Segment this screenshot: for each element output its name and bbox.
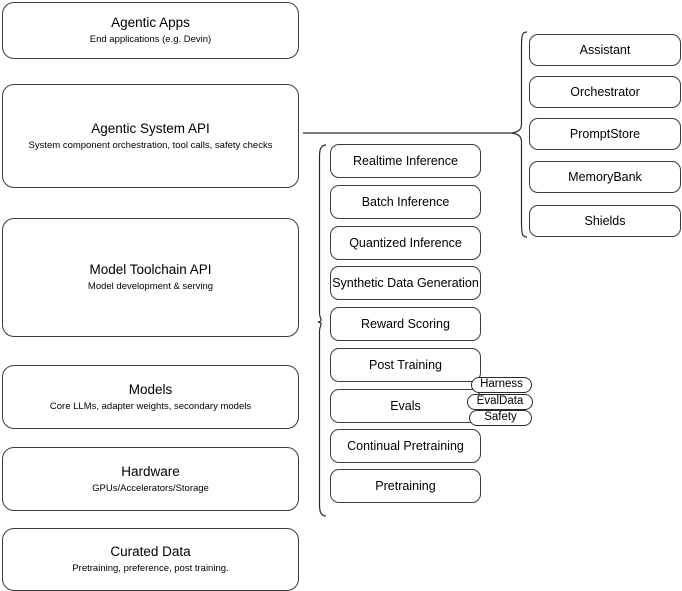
toolchain-item-pretraining[interactable]: Pretraining [330,469,481,503]
system-component-promptstore[interactable]: PromptStore [529,118,681,150]
toolchain-item-label: Post Training [369,357,442,372]
toolchain-item-synthetic-data-generation[interactable]: Synthetic Data Generation [330,266,481,300]
layer-title: Models [128,381,173,397]
layer-subtitle: System component orchestration, tool cal… [28,139,273,151]
toolchain-item-post-training[interactable]: Post Training [330,348,481,382]
system-component-label: PromptStore [569,126,641,141]
stack-layer-models[interactable]: Models Core LLMs, adapter weights, secon… [2,365,299,429]
layer-subtitle: Core LLMs, adapter weights, secondary mo… [49,400,252,412]
evals-chip-label: Safety [484,411,517,424]
toolchain-item-label: Quantized Inference [349,235,462,250]
layer-title: Agentic System API [91,120,210,136]
toolchain-item-label: Pretraining [375,478,436,493]
layer-subtitle: Model development & serving [87,281,214,292]
toolchain-item-label: Realtime Inference [353,153,458,168]
toolchain-item-evals[interactable]: Evals [330,389,481,423]
stack-layer-hardware[interactable]: Hardware GPUs/Accelerators/Storage [2,447,299,511]
layer-title: Model Toolchain API [89,262,212,277]
evals-chip-label: Harness [480,378,523,391]
layer-subtitle: End applications (e.g. Devin) [89,34,212,45]
system-component-label: Orchestrator [570,84,640,99]
evals-chip-evaldata[interactable]: EvalData [467,394,533,410]
toolchain-item-label: Evals [390,398,421,413]
brace-toolchain-components [317,144,327,517]
evals-chip-label: EvalData [476,395,524,408]
stack-layer-agentic-system-api[interactable]: Agentic System API System component orch… [2,84,299,188]
toolchain-item-quantized-inference[interactable]: Quantized Inference [330,226,481,260]
system-component-label: Shields [584,213,626,228]
toolchain-item-batch-inference[interactable]: Batch Inference [330,185,481,219]
evals-chip-safety[interactable]: Safety [469,410,532,426]
layer-title: Curated Data [110,544,191,559]
toolchain-item-continual-pretraining[interactable]: Continual Pretraining [330,429,481,463]
stack-layer-agentic-apps[interactable]: Agentic Apps End applications (e.g. Devi… [2,2,299,59]
system-component-memorybank[interactable]: MemoryBank [529,161,681,193]
brace-system-components [511,31,528,238]
toolchain-item-label: Continual Pretraining [347,438,464,453]
system-component-shields[interactable]: Shields [529,205,681,237]
stack-layer-curated-data[interactable]: Curated Data Pretraining, preference, po… [2,528,299,591]
toolchain-item-reward-scoring[interactable]: Reward Scoring [330,307,481,341]
layer-subtitle: Pretraining, preference, post training. [72,563,229,574]
toolchain-item-label: Reward Scoring [361,316,450,331]
system-component-orchestrator[interactable]: Orchestrator [529,76,681,108]
toolchain-item-realtime-inference[interactable]: Realtime Inference [330,144,481,178]
toolchain-item-label: Synthetic Data Generation [332,275,479,290]
system-component-assistant[interactable]: Assistant [529,34,681,66]
toolchain-item-label: Batch Inference [361,194,450,209]
system-component-label: MemoryBank [568,169,642,184]
layer-subtitle: GPUs/Accelerators/Storage [92,482,209,494]
system-component-label: Assistant [579,42,631,57]
stack-layer-model-toolchain-api[interactable]: Model Toolchain API Model development & … [2,218,299,337]
layer-title: Hardware [121,463,180,479]
layer-title: Agentic Apps [111,15,190,30]
evals-chip-harness[interactable]: Harness [471,377,532,393]
